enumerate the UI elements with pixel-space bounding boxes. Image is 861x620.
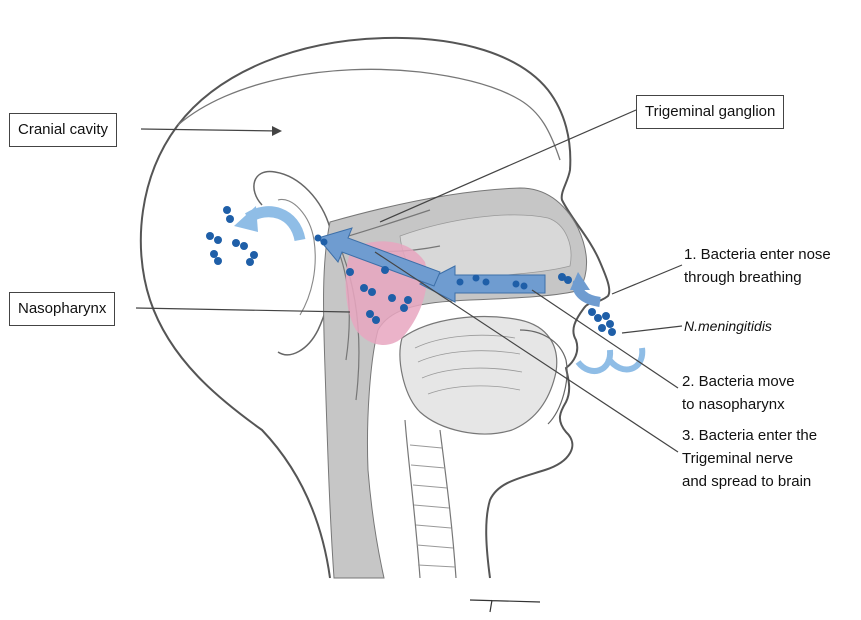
step-2-line-2: to nasopharynx (682, 393, 795, 416)
label-organism: N.meningitidis (684, 315, 772, 338)
step-2-caption: 2. Bacteria move to nasopharynx (682, 370, 795, 416)
airflow-curl-2 (608, 348, 642, 369)
arrow-into-brain-head (234, 206, 258, 232)
hair-line (178, 69, 560, 160)
label-nasopharynx: Nasopharynx (9, 292, 115, 326)
tongue (400, 317, 557, 434)
step-2-line-1: 2. Bacteria move (682, 370, 795, 393)
label-trigeminal-ganglion: Trigeminal ganglion (636, 95, 784, 129)
ear-outline (254, 172, 334, 355)
step-1-caption: 1. Bacteria enter nose through breathing (684, 243, 831, 289)
trachea (405, 420, 456, 578)
label-cranial-cavity: Cranial cavity (9, 113, 117, 147)
neck-line (470, 600, 540, 612)
step-3-line-1: 3. Bacteria enter the (682, 424, 817, 447)
trachea-rings (410, 445, 455, 567)
step-3-line-3: and spread to brain (682, 470, 817, 493)
airflow-curl-1 (578, 350, 610, 371)
step-3-line-2: Trigeminal nerve (682, 447, 817, 470)
step-1-line-1: 1. Bacteria enter nose (684, 243, 831, 266)
step-1-line-2: through breathing (684, 266, 831, 289)
cranial-arrowhead (272, 126, 282, 136)
step-3-caption: 3. Bacteria enter the Trigeminal nerve a… (682, 424, 817, 493)
